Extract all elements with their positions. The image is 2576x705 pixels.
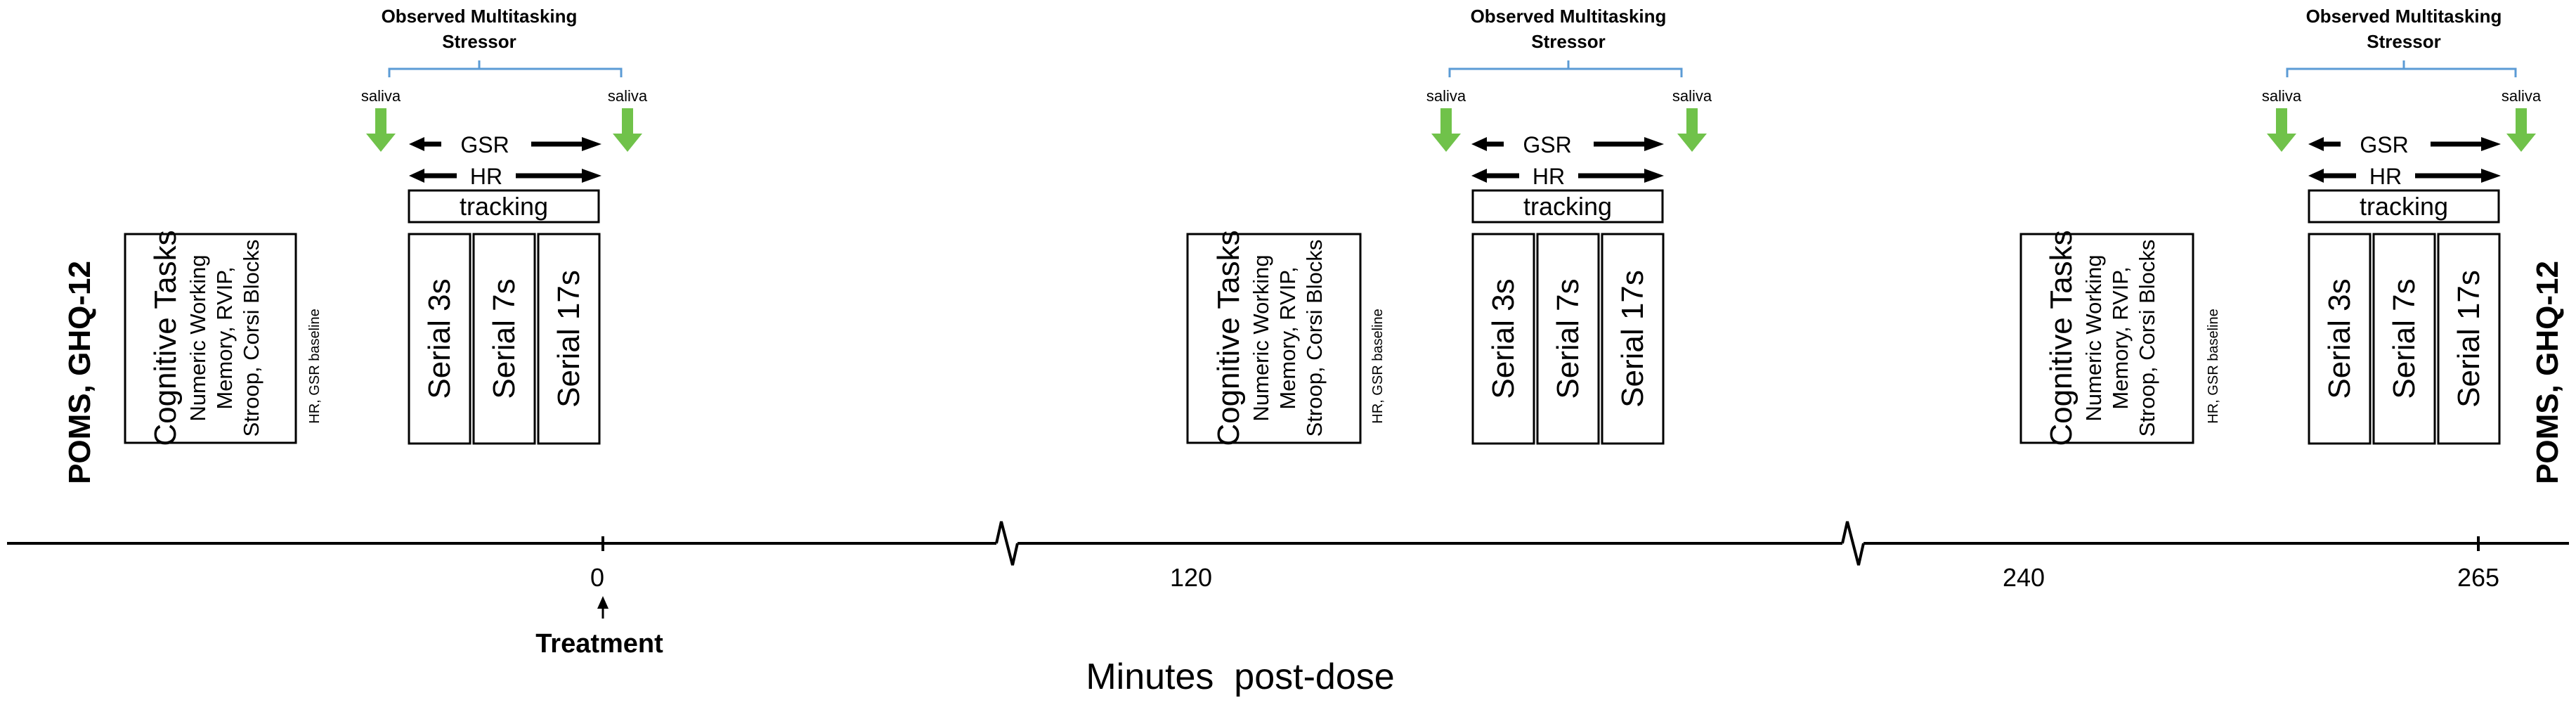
tracking-box: tracking xyxy=(408,189,600,224)
serial-label: Serial 7s xyxy=(1551,278,1585,399)
gsr-label: GSR xyxy=(460,132,509,157)
cognitive-tasks-title: Cognitive Tasks xyxy=(148,230,183,446)
cognitive-tasks-block: Cognitive Tasks Numeric Working Memory, … xyxy=(2019,230,2194,446)
serial-box: Serial 3s xyxy=(2308,233,2372,445)
questionnaire-label-right: POMS, GHQ-12 xyxy=(2530,261,2565,484)
saliva-label: saliva xyxy=(2502,87,2542,105)
tick-label-120: 120 xyxy=(1170,563,1212,592)
saliva-label: saliva xyxy=(2262,87,2302,105)
gsr-label: GSR xyxy=(1523,132,1571,157)
questionnaire-label-left: POMS, GHQ-12 xyxy=(63,261,97,484)
stressor-label: Observed Multitasking xyxy=(1471,6,1667,27)
saliva-arrow-icon xyxy=(2267,108,2296,152)
saliva-arrow-icon xyxy=(1431,108,1461,152)
serial-box: Serial 7s xyxy=(1536,233,1600,445)
saliva-label: saliva xyxy=(361,87,401,105)
stressor-brace xyxy=(388,60,623,77)
saliva-arrow-icon xyxy=(613,108,642,152)
gsr-label: GSR xyxy=(2360,132,2408,157)
gsr-arrow: GSR xyxy=(2308,132,2501,157)
serial-label: Serial 17s xyxy=(2452,270,2486,408)
saliva-label: saliva xyxy=(1672,87,1712,105)
hr-label: HR xyxy=(2369,164,2402,189)
x-axis-label: Minutes post-dose xyxy=(1086,657,1394,697)
cognitive-task-line: Memory, RVIP, xyxy=(2108,266,2133,409)
axis-break-1 xyxy=(995,521,1019,566)
serial-label: Serial 3s xyxy=(2322,278,2357,399)
cognitive-task-line: Stroop, Corsi Blocks xyxy=(1302,240,1327,437)
saliva-label: saliva xyxy=(1426,87,1466,105)
tick-label-265: 265 xyxy=(2457,563,2499,592)
cognitive-task-line: Numeric Working xyxy=(186,254,210,421)
stressor-label: Stressor xyxy=(2367,31,2441,52)
cognitive-tasks-title: Cognitive Tasks xyxy=(1211,230,1246,446)
saliva-label: saliva xyxy=(608,87,648,105)
serial-label: Serial 7s xyxy=(487,278,521,399)
serial-label: Serial 3s xyxy=(1486,278,1521,399)
stressor-brace xyxy=(2286,60,2517,77)
tick-label-240: 240 xyxy=(2003,563,2045,592)
serial-label: Serial 17s xyxy=(552,270,586,408)
cognitive-task-line: Numeric Working xyxy=(1249,254,1273,421)
timeline-axis xyxy=(7,521,2569,566)
stressor-label: Stressor xyxy=(1531,31,1606,52)
stressor-brace xyxy=(1448,60,1683,77)
serial-label: Serial 3s xyxy=(422,278,457,399)
serial-box: Serial 17s xyxy=(537,233,601,445)
session-120: Cognitive Tasks Numeric Working Memory, … xyxy=(1186,6,1712,446)
treatment-arrow-icon xyxy=(597,596,609,609)
saliva-arrow-icon xyxy=(366,108,396,152)
serial-label: Serial 17s xyxy=(1615,270,1650,408)
axis-break-2 xyxy=(1841,521,1865,566)
cognitive-task-line: Numeric Working xyxy=(2081,254,2106,421)
cognitive-tasks-title: Cognitive Tasks xyxy=(2044,230,2079,446)
cognitive-task-line: Memory, RVIP, xyxy=(1275,266,1300,409)
baseline-label: HR, GSR baseline xyxy=(307,309,323,423)
serial-box: Serial 17s xyxy=(1601,233,1665,445)
baseline-label: HR, GSR baseline xyxy=(2206,309,2221,423)
cognitive-task-line: Stroop, Corsi Blocks xyxy=(2135,240,2159,437)
tracking-box: tracking xyxy=(1471,189,1664,224)
stressor-label: Stressor xyxy=(442,31,516,52)
serial-label: Serial 7s xyxy=(2387,278,2421,399)
serial-box: Serial 7s xyxy=(2372,233,2436,445)
treatment-label: Treatment xyxy=(535,629,663,659)
cognitive-task-line: Stroop, Corsi Blocks xyxy=(239,240,264,437)
gsr-arrow: GSR xyxy=(1471,132,1664,157)
tracking-label: tracking xyxy=(460,192,548,221)
gsr-arrow: GSR xyxy=(409,132,601,157)
hr-arrow: HR xyxy=(409,164,601,189)
hr-label: HR xyxy=(470,164,502,189)
cognitive-tasks-block: Cognitive Tasks Numeric Working Memory, … xyxy=(124,230,297,446)
serial-box: Serial 7s xyxy=(472,233,536,445)
serial-box: Serial 17s xyxy=(2437,233,2501,445)
stressor-label: Observed Multitasking xyxy=(382,6,578,27)
tracking-label: tracking xyxy=(1523,192,1612,221)
serial-box: Serial 3s xyxy=(408,233,471,445)
saliva-arrow-icon xyxy=(2506,108,2536,152)
tracking-label: tracking xyxy=(2360,192,2448,221)
tracking-box: tracking xyxy=(2308,189,2500,224)
cognitive-tasks-block: Cognitive Tasks Numeric Working Memory, … xyxy=(1186,230,1362,446)
hr-label: HR xyxy=(1533,164,1565,189)
hr-arrow: HR xyxy=(1471,164,1664,189)
baseline-label: HR, GSR baseline xyxy=(1370,309,1386,423)
tick-label-0: 0 xyxy=(590,563,604,592)
saliva-arrow-icon xyxy=(1677,108,1707,152)
hr-arrow: HR xyxy=(2308,164,2501,189)
session-0: Cognitive Tasks Numeric Working Memory, … xyxy=(124,6,648,446)
session-240: Cognitive Tasks Numeric Working Memory, … xyxy=(2019,6,2542,446)
serial-box: Serial 3s xyxy=(1471,233,1535,445)
cognitive-task-line: Memory, RVIP, xyxy=(212,266,237,409)
stressor-label: Observed Multitasking xyxy=(2306,6,2502,27)
treatment-marker: Treatment xyxy=(535,596,663,659)
